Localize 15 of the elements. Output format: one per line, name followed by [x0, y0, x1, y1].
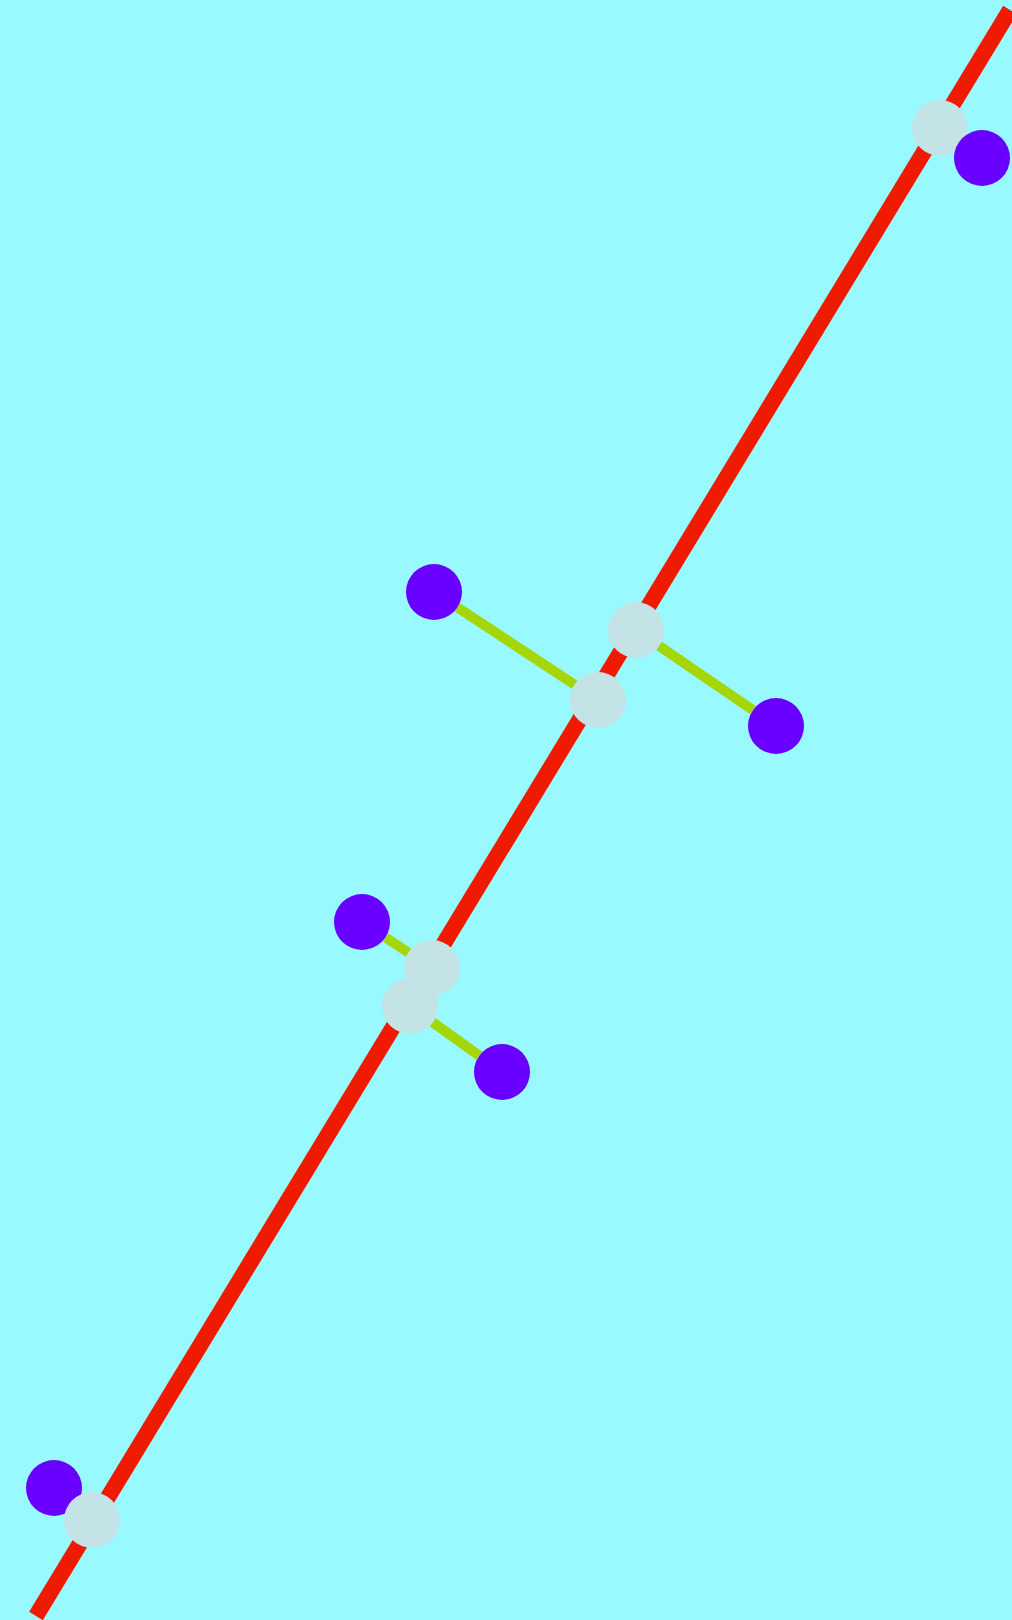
point-dot: [912, 100, 968, 156]
point-dot: [570, 672, 626, 728]
point-dot: [406, 564, 462, 620]
connector-line: [429, 1018, 483, 1060]
point-dot: [26, 1460, 82, 1516]
point-dot: [382, 978, 438, 1034]
point-dot: [474, 1044, 530, 1100]
point-dot: [748, 698, 804, 754]
connector-line: [454, 603, 578, 689]
point-dot: [334, 894, 390, 950]
point-dot: [64, 1492, 120, 1548]
connector-line: [656, 641, 756, 715]
connector-line: [382, 933, 412, 957]
point-dot: [954, 130, 1010, 186]
point-dot: [608, 602, 664, 658]
